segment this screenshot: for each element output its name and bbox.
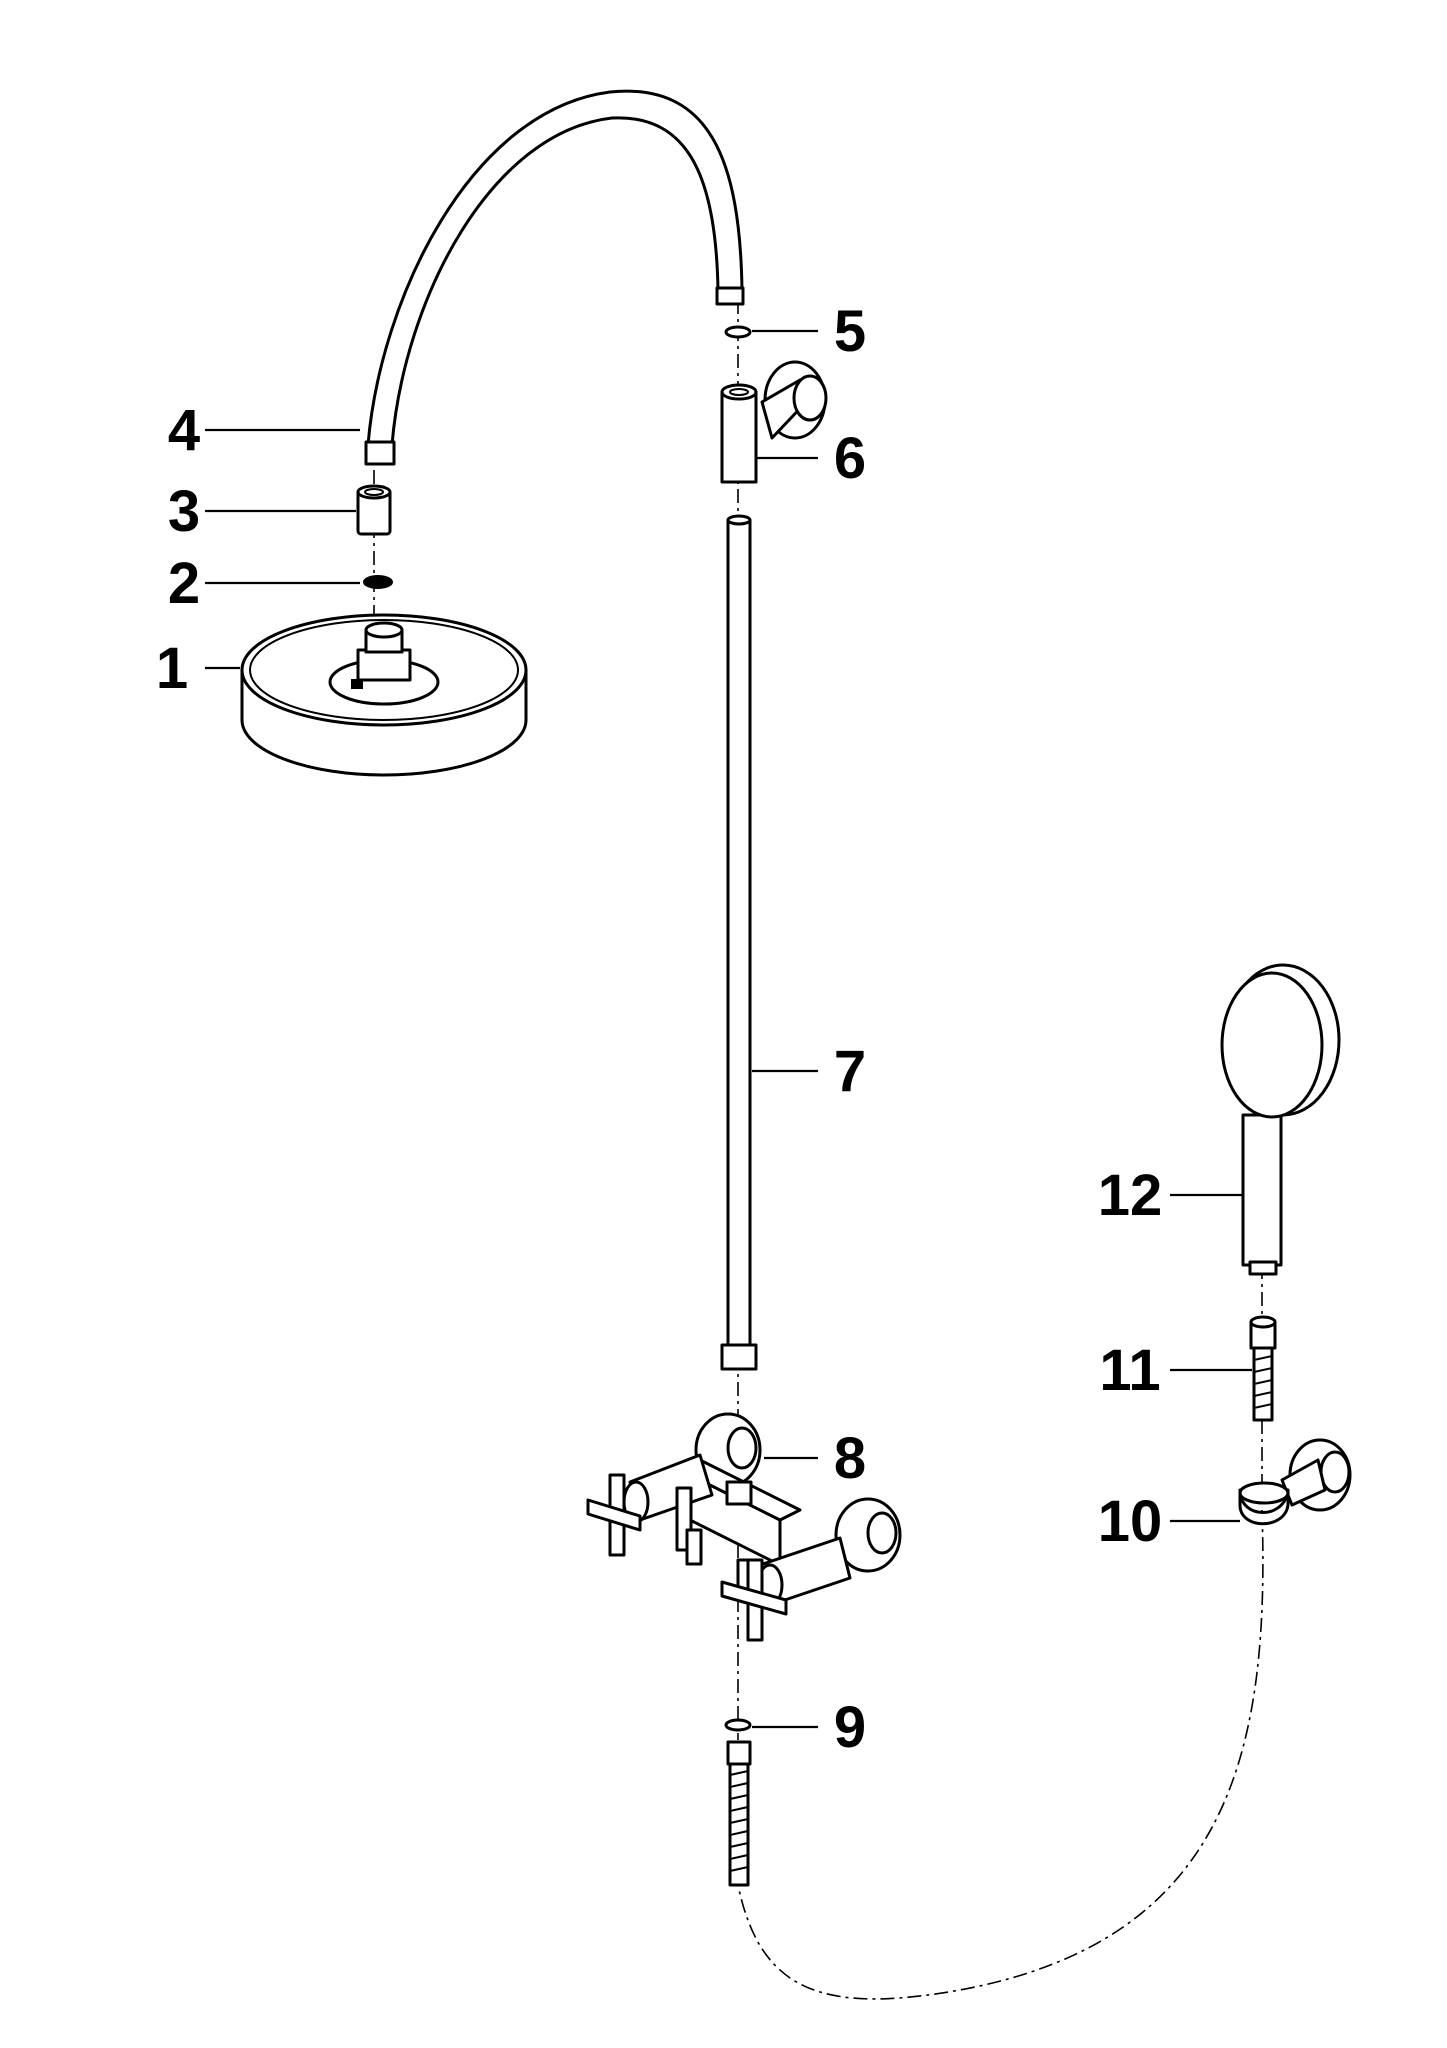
part-5-o-ring [724, 325, 752, 339]
part-10-wall-holder [1238, 1438, 1352, 1526]
hose-end-fitting [726, 1740, 752, 1887]
label-2: 2 [168, 551, 200, 616]
part-7-riser-pipe [720, 514, 758, 1371]
label-12: 12 [1098, 1163, 1163, 1228]
part-4-shower-arm [364, 89, 745, 466]
label-9: 9 [834, 1695, 866, 1760]
part-2-filter-seal [363, 575, 393, 589]
label-8: 8 [834, 1426, 866, 1491]
part-9-washer [724, 1718, 752, 1732]
part-3-adapter-sleeve [356, 484, 392, 536]
label-4: 4 [168, 398, 200, 463]
label-5: 5 [834, 299, 866, 364]
part-11-hose-connector [1249, 1315, 1277, 1422]
assembly-axes [373, 300, 1264, 2000]
label-10: 10 [1098, 1489, 1163, 1554]
label-11: 11 [1099, 1338, 1160, 1403]
part-1-rain-shower-head [240, 613, 528, 777]
part-6-t-piece-wall-bracket [720, 360, 828, 484]
label-6: 6 [834, 426, 866, 491]
leader-lines [205, 329, 1252, 1729]
part-labels: 1 2 3 4 5 6 7 8 9 10 11 12 [156, 299, 1162, 1760]
label-3: 3 [168, 479, 200, 544]
part-8-mixer-body [586, 1412, 902, 1642]
label-7: 7 [834, 1039, 866, 1104]
label-1: 1 [156, 636, 188, 701]
part-12-hand-shower [1220, 963, 1341, 1276]
